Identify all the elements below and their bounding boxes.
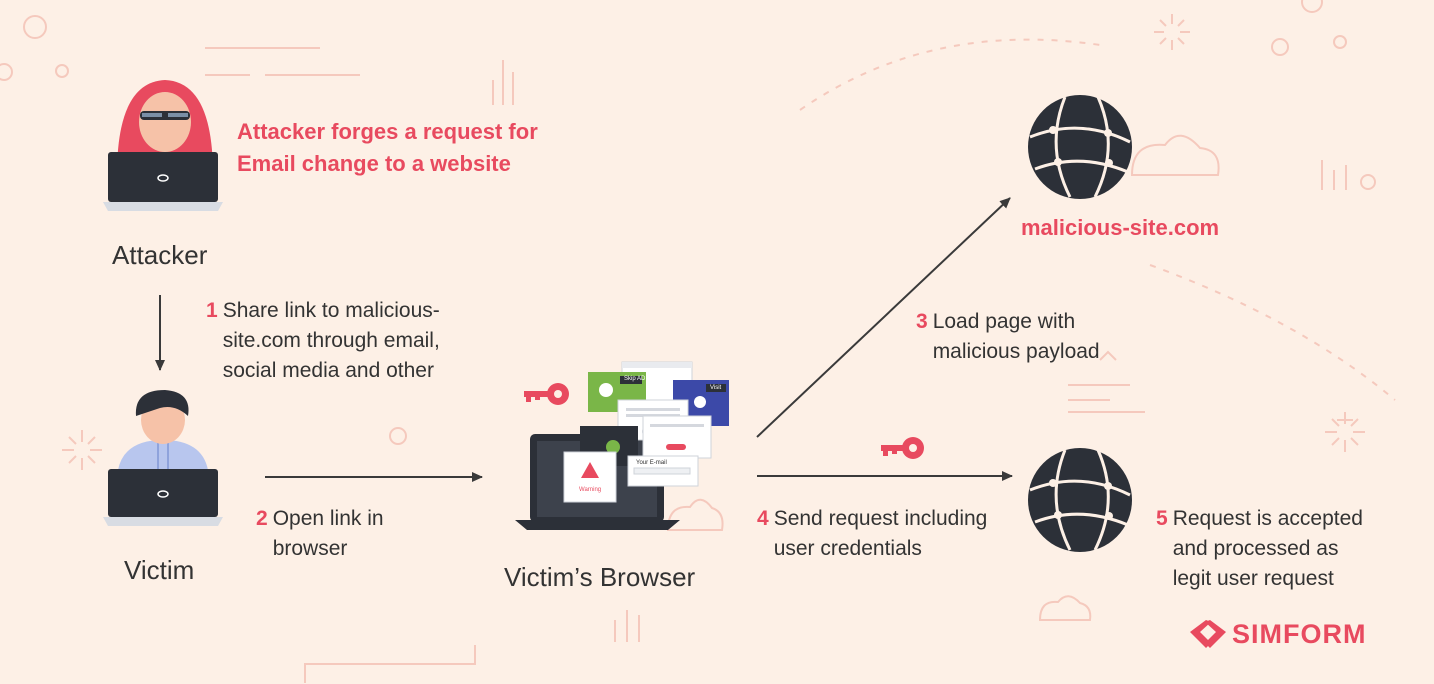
attacker-description-line-2: Email change to a website [237, 151, 511, 176]
victim-label: Victim [124, 555, 195, 585]
step-1: 1 Share link to malicious- site.com thro… [206, 296, 440, 386]
malicious-site-label: malicious-site.com [1021, 215, 1220, 240]
attacker-description-line-1: Attacker forges a request for [237, 119, 538, 144]
step-3: 3 Load page with malicious payload [916, 307, 1100, 367]
popup-skip-ad: Skip AD [624, 376, 646, 382]
popup-email: Your E-mail [636, 460, 667, 466]
step-2-number: 2 [256, 507, 268, 530]
step-4: 4 Send request including user credential… [757, 504, 987, 564]
step-4-number: 4 [757, 507, 769, 530]
step-5-text: Request is accepted and processed as leg… [1172, 507, 1363, 590]
popup-warning: Warning [579, 487, 602, 493]
step-3-number: 3 [916, 310, 928, 333]
browser-label: Victim’s Browser [504, 562, 696, 592]
step-5-number: 5 [1156, 507, 1168, 530]
step-2: 2 Open link in browser [256, 504, 384, 564]
arrow-browser-to-malicious-site [756, 197, 1011, 438]
step-1-text: Share link to malicious- site.com throug… [222, 299, 440, 382]
globe-icon-malicious-site [1028, 95, 1132, 199]
brand-name: SIMFORM [1232, 619, 1367, 649]
attacker-label: Attacker [112, 240, 208, 270]
step-1-number: 1 [206, 299, 218, 322]
popup-visit: Visit [710, 385, 722, 391]
step-5: 5 Request is accepted and processed as l… [1156, 504, 1363, 594]
step-3-text: Load page with malicious payload [932, 310, 1100, 363]
globe-icon-website [1028, 448, 1132, 552]
step-4-text: Send request including user credentials [773, 507, 988, 560]
step-2-text: Open link in browser [272, 507, 384, 560]
